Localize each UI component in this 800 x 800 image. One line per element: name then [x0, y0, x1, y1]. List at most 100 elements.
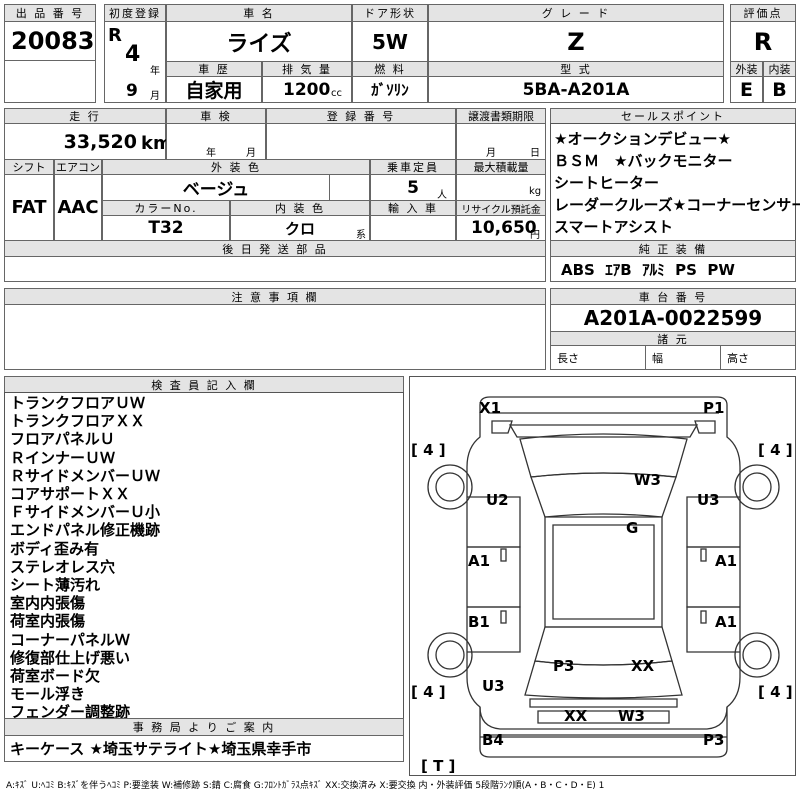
car-name: ライズ [166, 21, 352, 62]
damage-mark-p1: P1 [703, 399, 725, 417]
later-parts-value [4, 256, 546, 282]
history: 自家用 [166, 76, 262, 103]
lot-blank [4, 60, 96, 103]
equipment: ABS ｴｱB ｱﾙﾐ PS PW [550, 256, 796, 282]
ac: AAC [54, 174, 102, 241]
first-reg-box [104, 21, 166, 103]
history-label: 車 歴 [166, 61, 262, 77]
ac-label: エアコン [54, 159, 102, 175]
int-color-label: 内 装 色 [230, 200, 370, 216]
sales-point-line: ＢＳＭ ★バックモニター [554, 152, 733, 170]
sales-points-label: セールスポイント [550, 108, 796, 124]
inspector-notes: トランクフロアＵＷ トランクフロアＸＸ フロアパネルＵ ＲインナーＵＷ Ｒサイド… [4, 392, 404, 722]
damage-mark-u3: U3 [697, 491, 720, 509]
tire-mark-rear-left: [ 4 ] [411, 683, 446, 701]
inspector-line: トランクフロアＵＷ [10, 394, 146, 412]
color-no-label: カラーNo. [102, 200, 230, 216]
vehicle-diagram: X1 P1 W3 U2 U3 G A1 A1 B1 A1 P3 XX U3 XX… [409, 376, 796, 776]
inspector-line: ＲインナーＵＷ [10, 448, 116, 467]
inspector-line: 室内内張傷 [10, 594, 86, 613]
first-reg-label: 初度登録 [104, 4, 166, 22]
model-code: 5BA-A201A [428, 76, 724, 103]
displacement-unit: cc [331, 88, 342, 99]
inspector-line: ボディ歪み有 [10, 539, 99, 558]
load-label: 最大積載量 [456, 159, 546, 175]
score: R [730, 21, 796, 62]
capacity-unit: 人 [437, 190, 447, 201]
office-text: キーケース ★埼玉サテライト★埼玉県幸手市 [4, 735, 404, 762]
door-type: 5W [352, 21, 428, 62]
damage-mark-p3-bottom: P3 [703, 731, 725, 749]
later-parts-label: 後 日 発 送 部 品 [4, 240, 546, 257]
inspector-line: フロアパネルＵ [10, 430, 115, 449]
damage-mark-a1-right: A1 [715, 552, 738, 570]
inspector-line: モール浮き [10, 685, 86, 704]
sales-point-line: スマートアシスト [554, 218, 673, 236]
shift: FAT [4, 174, 54, 241]
notes-value [4, 304, 546, 370]
ext-label: 外装 [730, 61, 763, 77]
inspector-line: 荷室内張傷 [10, 612, 86, 631]
inspector-line: コーナーパネルＷ [10, 630, 130, 649]
insp-year-unit: 年 [206, 148, 216, 159]
fuel-label: 燃 料 [352, 61, 428, 77]
tire-mark-front-right: [ 4 ] [758, 441, 793, 459]
lot-no-label: 出 品 番 号 [4, 4, 96, 22]
reg-year: 4 [125, 42, 141, 67]
notes-label: 注 意 事 項 欄 [4, 288, 546, 305]
inspector-line: フェンダー調整跡 [10, 703, 131, 722]
inspector-label: 検 査 員 記 入 欄 [4, 376, 404, 393]
mileage: 33,520 [4, 123, 166, 160]
int-grade: B [763, 76, 796, 103]
model-label: 型 式 [428, 61, 724, 77]
inspector-line: コアサポートＸＸ [10, 485, 131, 504]
displacement: 1200 [262, 76, 352, 103]
sales-point-line: シートヒーター [554, 174, 660, 192]
grade-label: グ レ ー ド [428, 4, 724, 22]
dims-label: 諸 元 [550, 331, 796, 346]
era: R [108, 25, 122, 46]
inspector-line: エンドパネル修正機跡 [10, 521, 161, 540]
damage-mark-a1-right2: A1 [715, 613, 738, 631]
damage-mark-a1-left: A1 [468, 552, 491, 570]
length: 長さ [550, 345, 646, 370]
inspector-line: ＲサイドメンバーＵＷ [10, 466, 161, 485]
int-label: 内装 [763, 61, 796, 77]
load-value [456, 174, 546, 201]
mileage-label: 走 行 [4, 108, 166, 124]
color-label: 外 装 色 [102, 159, 370, 175]
damage-mark-xx-bottom: XX [564, 707, 588, 725]
width: 幅 [645, 345, 721, 370]
recycle-label: リサイクル預託金 [456, 200, 546, 216]
import-value [370, 215, 456, 241]
inspector-line: ステレオレス穴 [10, 557, 116, 576]
year-unit: 年 [150, 66, 160, 77]
damage-mark-b1: B1 [468, 613, 490, 631]
transfer-label: 譲渡書類期限 [456, 108, 546, 124]
insp-month-unit: 月 [246, 148, 256, 159]
month-unit: 月 [150, 91, 160, 102]
office-label: 事 務 局 よ り ご 案 内 [4, 718, 404, 736]
ext-grade: E [730, 76, 763, 103]
damage-mark-p3-mid: P3 [553, 657, 575, 675]
tire-mark-spare: [ T ] [421, 757, 456, 775]
damage-mark-g: G [626, 519, 639, 537]
inspection-label: 車 検 [166, 108, 266, 124]
inspector-line: シート薄汚れ [10, 576, 101, 595]
chassis-number: A201A-0022599 [550, 304, 796, 332]
capacity-label: 乗車定員 [370, 159, 456, 175]
equipment-label: 純 正 装 備 [550, 240, 796, 257]
load-unit: kg [529, 186, 542, 197]
recycle: 10,650 [456, 215, 546, 241]
inspector-line: トランクフロアＸＸ [10, 412, 146, 431]
fuel: ｶﾞｿﾘﾝ [352, 76, 428, 103]
color-extra [329, 174, 370, 201]
damage-mark-xx-mid: XX [631, 657, 655, 675]
displacement-label: 排 気 量 [262, 61, 352, 77]
reg-no-label: 登 録 番 号 [266, 108, 456, 124]
inspector-line: ＦサイドメンバーＵ小 [10, 503, 161, 522]
score-label: 評価点 [730, 4, 796, 22]
lot-number: 20083 [4, 21, 96, 61]
damage-mark-b4: B4 [482, 731, 504, 749]
transfer-day-unit: 日 [530, 148, 540, 159]
